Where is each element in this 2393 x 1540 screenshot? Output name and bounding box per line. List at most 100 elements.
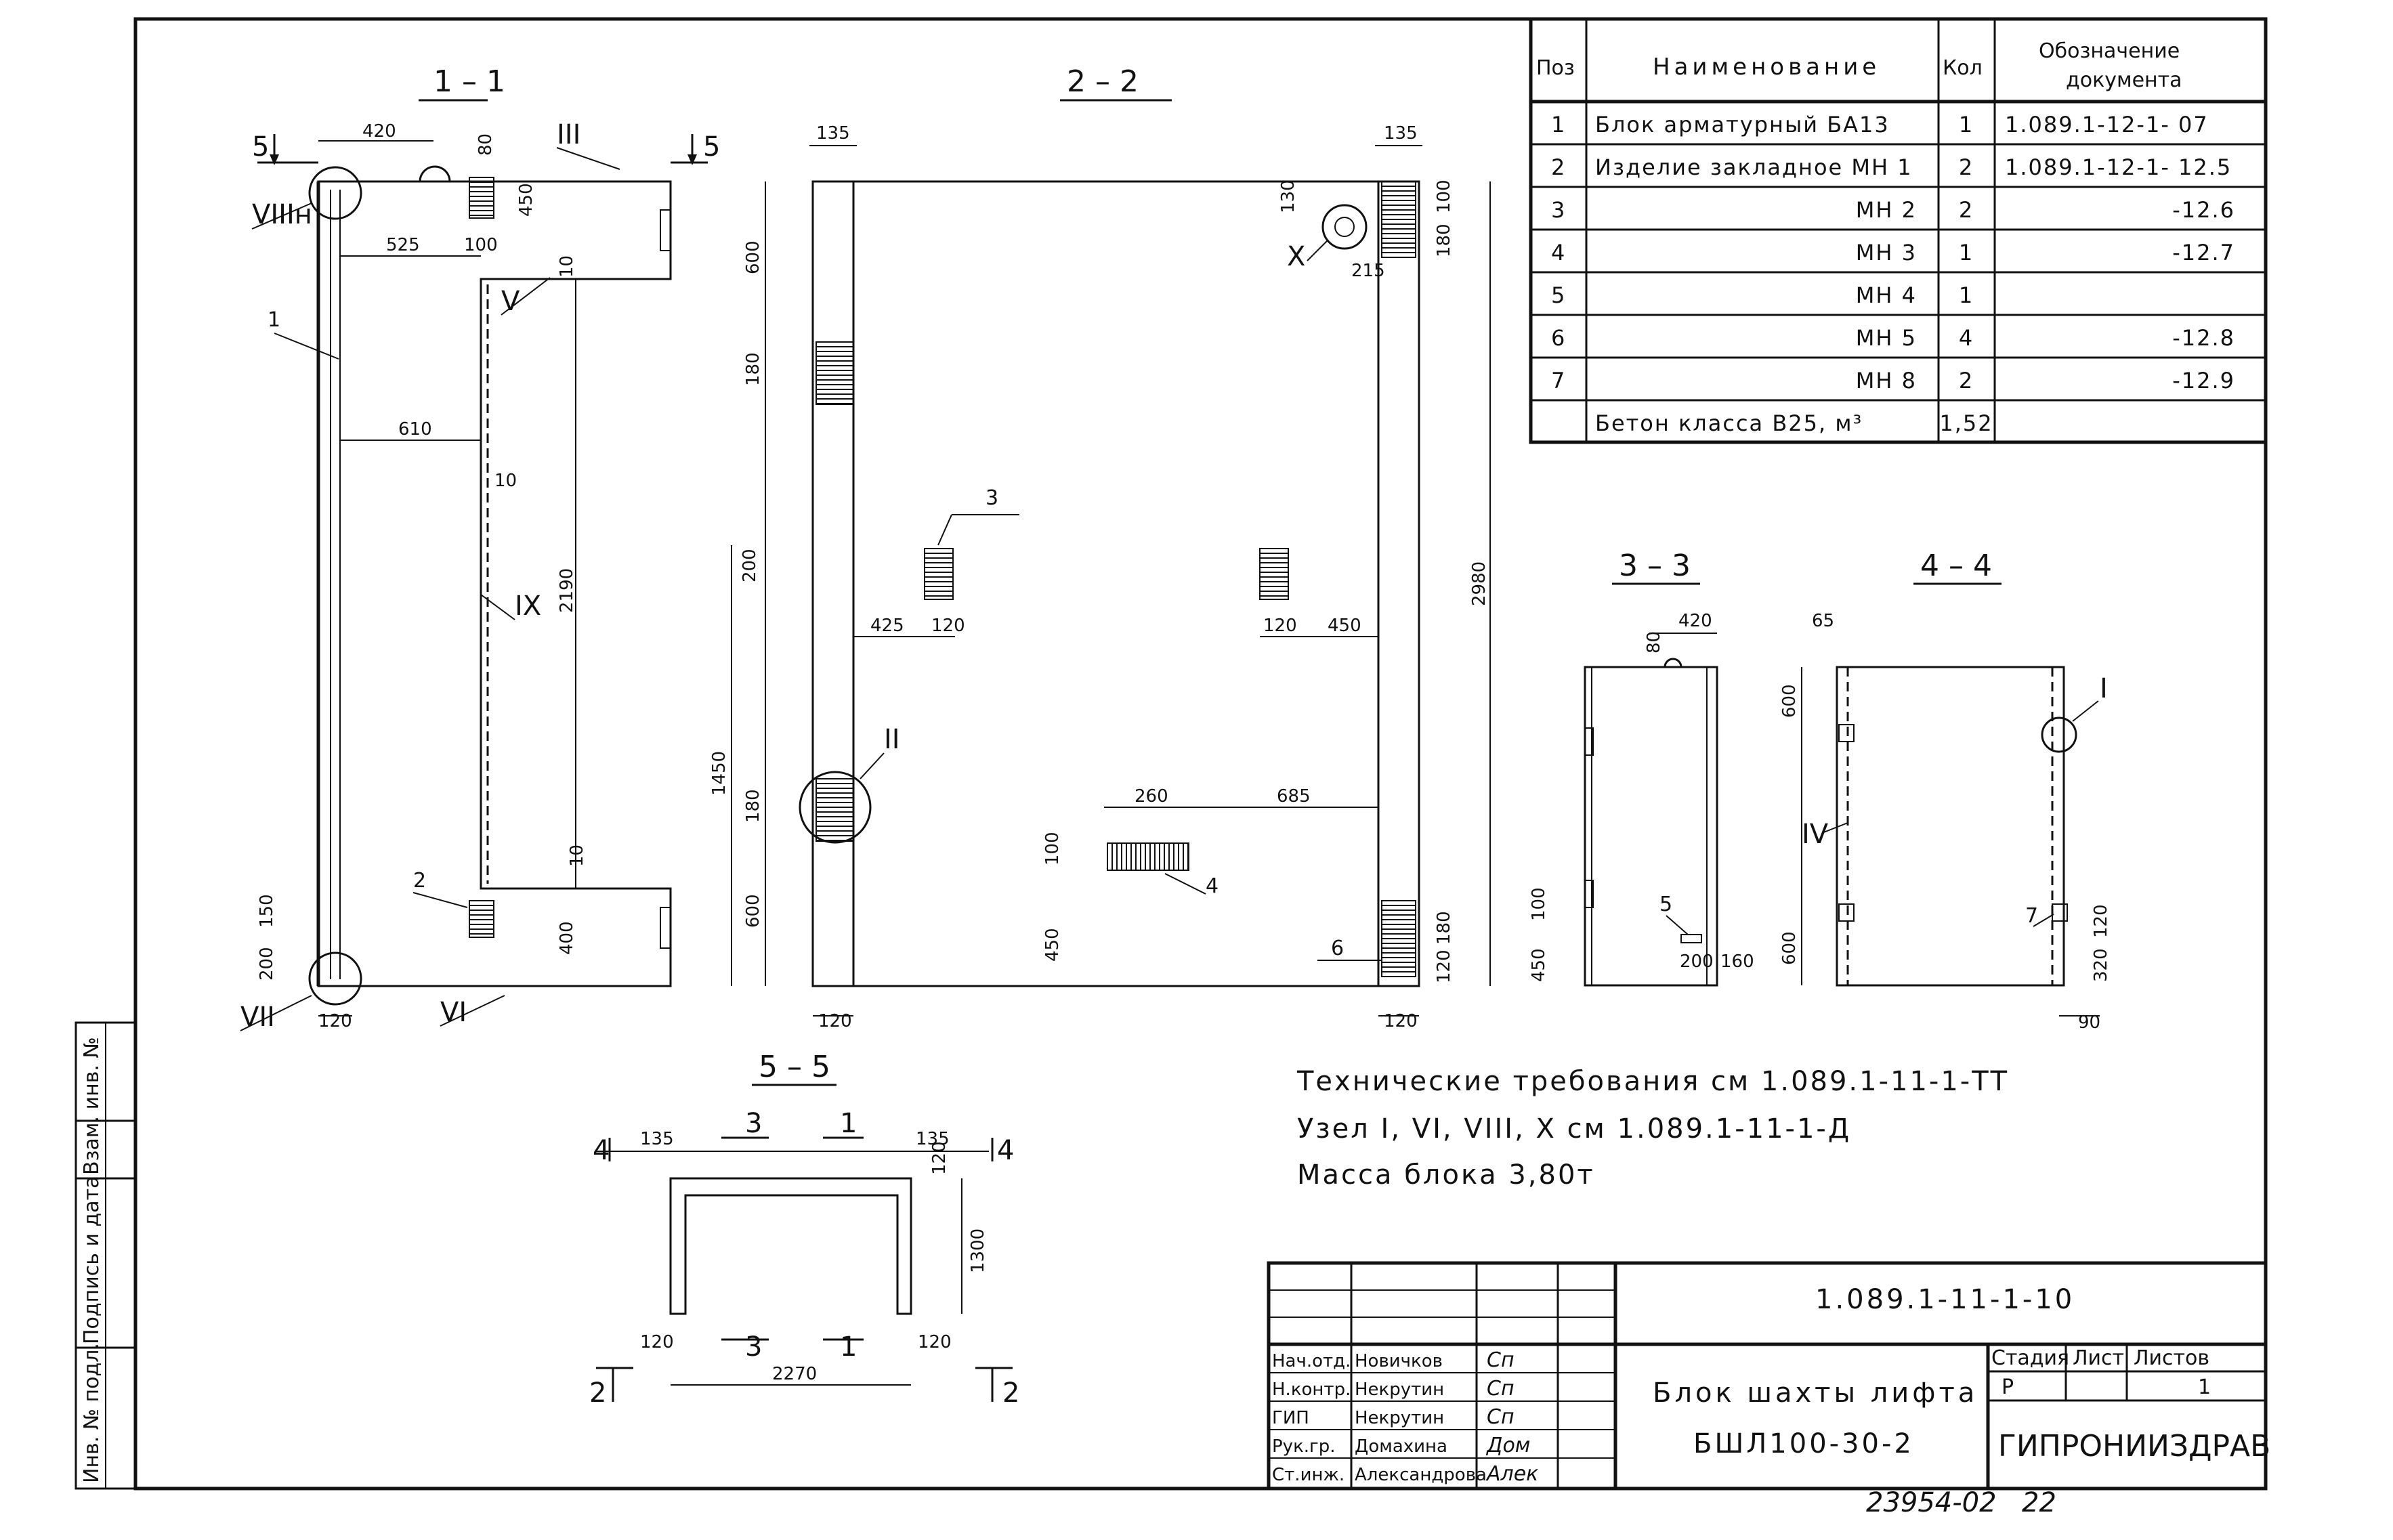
leader-5-s3: 5 xyxy=(1659,893,1672,916)
cut-4-left: 4 xyxy=(593,1135,610,1166)
s2-dim-450b: 450 xyxy=(1042,928,1063,962)
cut-5-left: 5 xyxy=(252,131,269,163)
s3-dim-80: 80 xyxy=(1644,631,1664,654)
s2-dim-180a: 180 xyxy=(743,352,763,386)
node-vii-circle xyxy=(308,951,362,1006)
s4-dim-65: 65 xyxy=(1812,611,1834,631)
s2-dim-120c: 120 xyxy=(1434,949,1454,983)
s4-dim-600a: 600 xyxy=(1779,684,1800,718)
tech-notes: Технические требования см 1.089.1-11-1-Т… xyxy=(1296,1066,2009,1191)
s2-item-4 xyxy=(1107,842,1189,871)
leader-6-s2: 6 xyxy=(1331,937,1344,960)
s5-dim-1300: 1300 xyxy=(968,1228,988,1273)
s4-dim-120: 120 xyxy=(2091,904,2111,938)
staff-name: Некрутин xyxy=(1355,1379,1444,1400)
spec-row-doc: -12.8 xyxy=(2172,325,2235,351)
s5-dim-120b: 120 xyxy=(640,1332,674,1352)
s1-dim-420: 420 xyxy=(362,121,396,142)
note-line-1: Технические требования см 1.089.1-11-1-Т… xyxy=(1296,1066,2009,1097)
spec-hdr-doc-a: Обозначение xyxy=(2039,39,2180,63)
spec-row-doc: -12.7 xyxy=(2172,240,2235,265)
node-i-circle xyxy=(2041,716,2077,753)
s1-dim-80: 80 xyxy=(475,133,496,156)
cut-1-bottom: 1 xyxy=(840,1331,857,1363)
s2-item-3b xyxy=(1259,548,1289,600)
spec-row-name: Блок арматурный БА13 xyxy=(1595,112,1890,137)
staff-signature: Сп xyxy=(1487,1405,1515,1429)
s1-dim-400: 400 xyxy=(557,921,577,955)
staff-role: Ст.инж. xyxy=(1272,1465,1344,1485)
s2-dim-135a: 135 xyxy=(816,123,850,144)
node-vi-label: VI xyxy=(440,997,467,1028)
node-ii-label: II xyxy=(884,724,900,755)
s5-outline xyxy=(669,1177,912,1315)
s2-dim-135b: 135 xyxy=(1384,123,1418,144)
node-iii-label: III xyxy=(557,119,580,150)
spec-hdr-name: Наименование xyxy=(1653,54,1880,81)
s3-dim-200: 200 xyxy=(1680,951,1714,972)
s4-dim-320: 320 xyxy=(2091,948,2111,982)
archive-number: 23954-02 xyxy=(1866,1487,1997,1518)
section-5-5-title: 5 – 5 xyxy=(759,1050,830,1084)
s1-dim-525: 525 xyxy=(386,235,420,255)
side-stamp: Взам. инв. № Подпись и дата Инв. № подл. xyxy=(75,1021,137,1490)
s1-dim-200: 200 xyxy=(257,947,277,981)
s2-dim-120d: 120 xyxy=(818,1011,852,1031)
spec-hdr-doc-b: документа xyxy=(2066,68,2182,92)
s2-dim-200: 200 xyxy=(740,549,760,582)
s2-dim-100a: 100 xyxy=(1434,179,1454,213)
leader-2-s1: 2 xyxy=(413,869,426,893)
s1-dim-2190: 2190 xyxy=(557,568,577,613)
s3-dim-450: 450 xyxy=(1529,948,1549,982)
stamp-podpis: Подпись и дата xyxy=(80,1176,104,1345)
cut-3-top: 3 xyxy=(745,1108,762,1139)
s1-dim-610: 610 xyxy=(398,419,432,440)
section-2-2: 2 – 2 135 135 600 180 200 1450 180 600 xyxy=(709,64,1491,1031)
cut-1-top: 1 xyxy=(840,1108,857,1139)
spec-row-doc: 1.089.1-12-1- 07 xyxy=(2005,112,2209,137)
s3-dim-160: 160 xyxy=(1720,951,1754,972)
sheets-value: 1 xyxy=(2198,1375,2211,1399)
node-i-label: I xyxy=(2100,673,2108,704)
title-block: 1.089.1-11-1-10 Блок шахты лифта БШЛ100-… xyxy=(1267,1261,2270,1491)
s1-dim-10b: 10 xyxy=(494,471,517,491)
spec-row-qty: 2 xyxy=(1959,197,1974,223)
spec-row-doc: 1.089.1-12-1- 12.5 xyxy=(2005,154,2232,180)
staff-signature: Сп xyxy=(1487,1348,1515,1372)
s2-dim-450a: 450 xyxy=(1328,616,1361,636)
s5-dim-120a: 120 xyxy=(929,1141,950,1175)
spec-hdr-pos: Поз xyxy=(1536,56,1575,80)
sheet-header: Лист xyxy=(2073,1346,2124,1370)
s2-dim-1450: 1450 xyxy=(709,751,729,796)
spec-row-qty: 1 xyxy=(1959,112,1974,137)
s2-dim-120e: 120 xyxy=(1384,1011,1418,1031)
s4-dim-600b: 600 xyxy=(1779,931,1800,965)
spec-row-pos: 4 xyxy=(1551,240,1566,265)
staff-name: Александрова xyxy=(1355,1465,1487,1485)
s4-body xyxy=(1836,666,2065,987)
spec-hdr-qty: Кол xyxy=(1943,56,1983,80)
s1-dim-150: 150 xyxy=(257,894,277,928)
spec-row-qty: 4 xyxy=(1959,325,1974,351)
s2-dim-2980: 2980 xyxy=(1469,561,1489,606)
staff-role: ГИП xyxy=(1272,1408,1309,1428)
staff-name: Некрутин xyxy=(1355,1408,1444,1428)
spec-row-name: МН 2 xyxy=(1856,197,1917,223)
spec-row-pos: 5 xyxy=(1551,282,1566,308)
section-1-1-title: 1 – 1 xyxy=(433,64,505,99)
node-x-circle xyxy=(1321,204,1368,250)
s5-dim-2270: 2270 xyxy=(772,1364,817,1384)
spec-row-doc: -12.6 xyxy=(2172,197,2235,223)
spec-row-name: МН 3 xyxy=(1856,240,1917,265)
s4-dim-90: 90 xyxy=(2078,1012,2100,1033)
stamp-inv-podl: Инв. № подл. xyxy=(80,1343,104,1483)
s1-dim-10a: 10 xyxy=(557,255,577,278)
leader-4-s2: 4 xyxy=(1206,874,1219,898)
spec-row-name: МН 5 xyxy=(1856,325,1917,351)
spec-row-pos: 7 xyxy=(1551,368,1566,393)
s1-dim-10c: 10 xyxy=(567,844,587,867)
section-4-4-title: 4 – 4 xyxy=(1920,549,1992,583)
s2-item-3 xyxy=(924,548,954,600)
s2-dim-425: 425 xyxy=(870,616,904,636)
embedded-item-hatching xyxy=(469,181,1416,972)
